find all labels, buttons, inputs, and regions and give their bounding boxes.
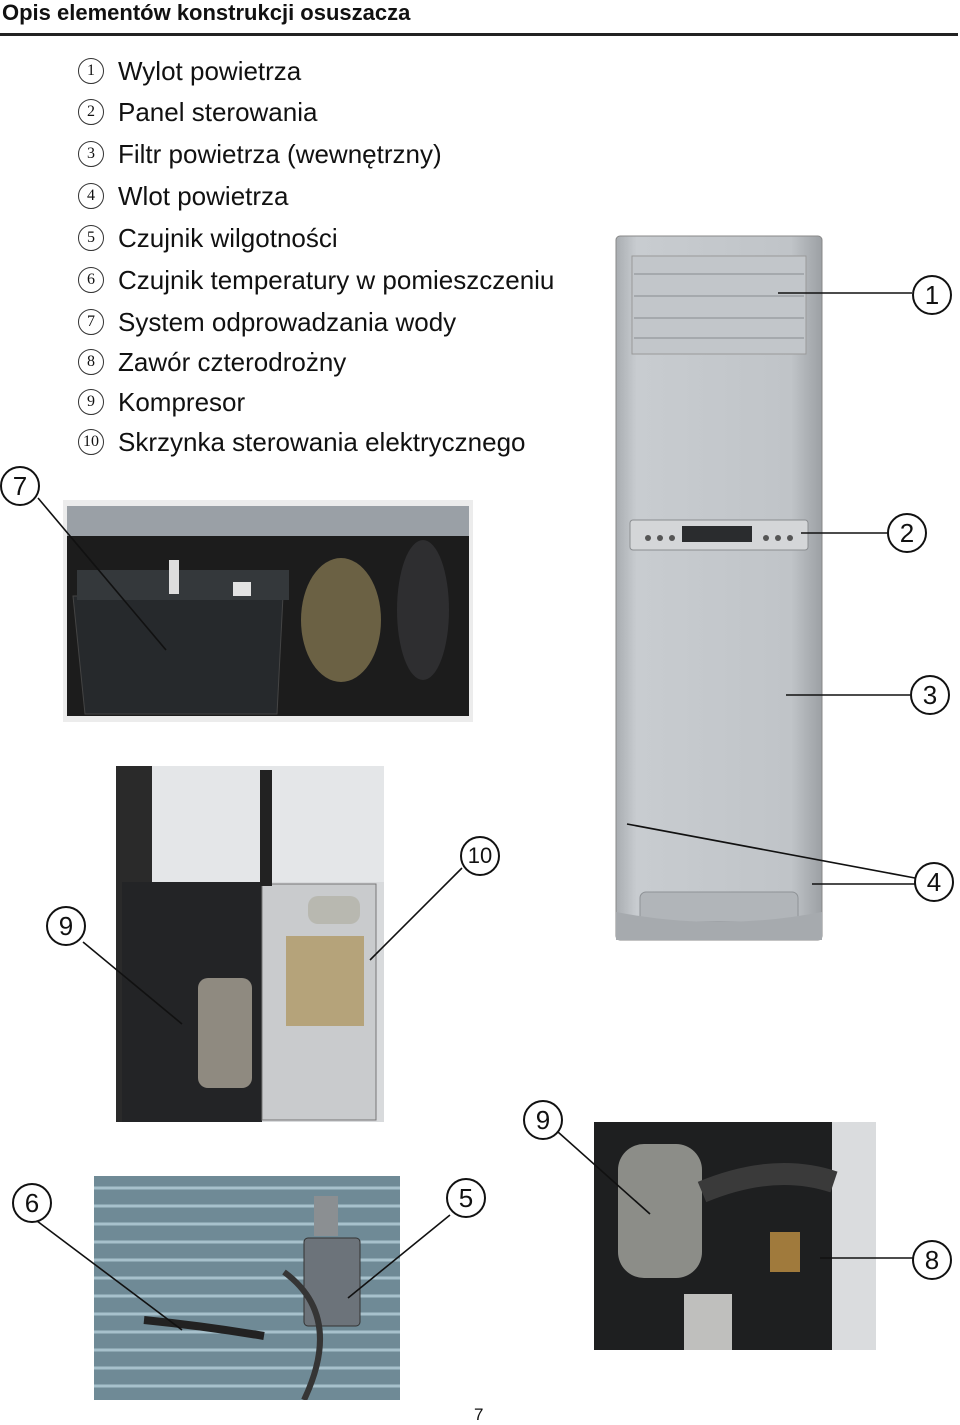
legend-number: 1 — [78, 58, 104, 84]
legend-item: 8 Zawór czterodrożny — [78, 343, 346, 381]
legend-item: 3 Filtr powietrza (wewnętrzny) — [78, 135, 442, 173]
callout-9-compressor: 9 — [523, 1100, 563, 1140]
callout-2: 2 — [887, 513, 927, 553]
legend-label: Zawór czterodrożny — [118, 346, 347, 377]
legend-label: Panel sterowania — [118, 96, 318, 127]
legend-item: 2 Panel sterowania — [78, 93, 317, 131]
legend-number: 9 — [78, 389, 104, 415]
legend-number: 6 — [78, 267, 104, 293]
callout-9-compressor: 9 — [46, 906, 86, 946]
drainage-photo — [63, 500, 473, 722]
coil-sensors-photo — [94, 1176, 400, 1400]
legend-item: 1 Wylot powietrza — [78, 52, 301, 90]
title-rule — [0, 33, 958, 36]
legend-number: 8 — [78, 349, 104, 375]
legend-label: Wlot powietrza — [118, 180, 289, 211]
legend-item: 7 System odprowadzania wody — [78, 303, 456, 341]
legend-label: Filtr powietrza (wewnętrzny) — [118, 138, 442, 169]
callout-6: 6 — [12, 1183, 52, 1223]
legend-item: 9 Kompresor — [78, 383, 245, 421]
callout-10: 10 — [460, 836, 500, 876]
legend-number: 5 — [78, 225, 104, 251]
legend-number: 4 — [78, 183, 104, 209]
page-title: Opis elementów konstrukcji osuszacza — [2, 0, 411, 25]
callout-8: 8 — [912, 1240, 952, 1280]
unit-front-photo — [610, 232, 828, 944]
legend-label: Skrzynka sterowania elektrycznego — [118, 426, 526, 457]
legend-label: Kompresor — [118, 386, 246, 417]
legend-number: 2 — [78, 99, 104, 125]
callout-7: 7 — [0, 466, 40, 506]
legend-item: 4 Wlot powietrza — [78, 177, 289, 215]
callout-4: 4 — [914, 862, 954, 902]
legend-label: Wylot powietrza — [118, 55, 302, 86]
legend-number: 3 — [78, 141, 104, 167]
electric-box-photo — [116, 766, 384, 1122]
legend-item: 6 Czujnik temperatury w pomieszczeniu — [78, 261, 554, 299]
four-way-valve-photo — [594, 1122, 876, 1350]
legend-item: 10 Skrzynka sterowania elektrycznego — [78, 423, 526, 461]
legend-number: 7 — [78, 309, 104, 335]
legend-label: Czujnik wilgotności — [118, 222, 338, 253]
legend-item: 5 Czujnik wilgotności — [78, 219, 338, 257]
callout-5: 5 — [446, 1178, 486, 1218]
callout-1: 1 — [912, 275, 952, 315]
legend-number: 10 — [78, 429, 104, 455]
callout-3: 3 — [910, 675, 950, 715]
legend-label: Czujnik temperatury w pomieszczeniu — [118, 264, 555, 295]
page-number: 7 — [474, 1405, 484, 1424]
legend-label: System odprowadzania wody — [118, 306, 457, 337]
